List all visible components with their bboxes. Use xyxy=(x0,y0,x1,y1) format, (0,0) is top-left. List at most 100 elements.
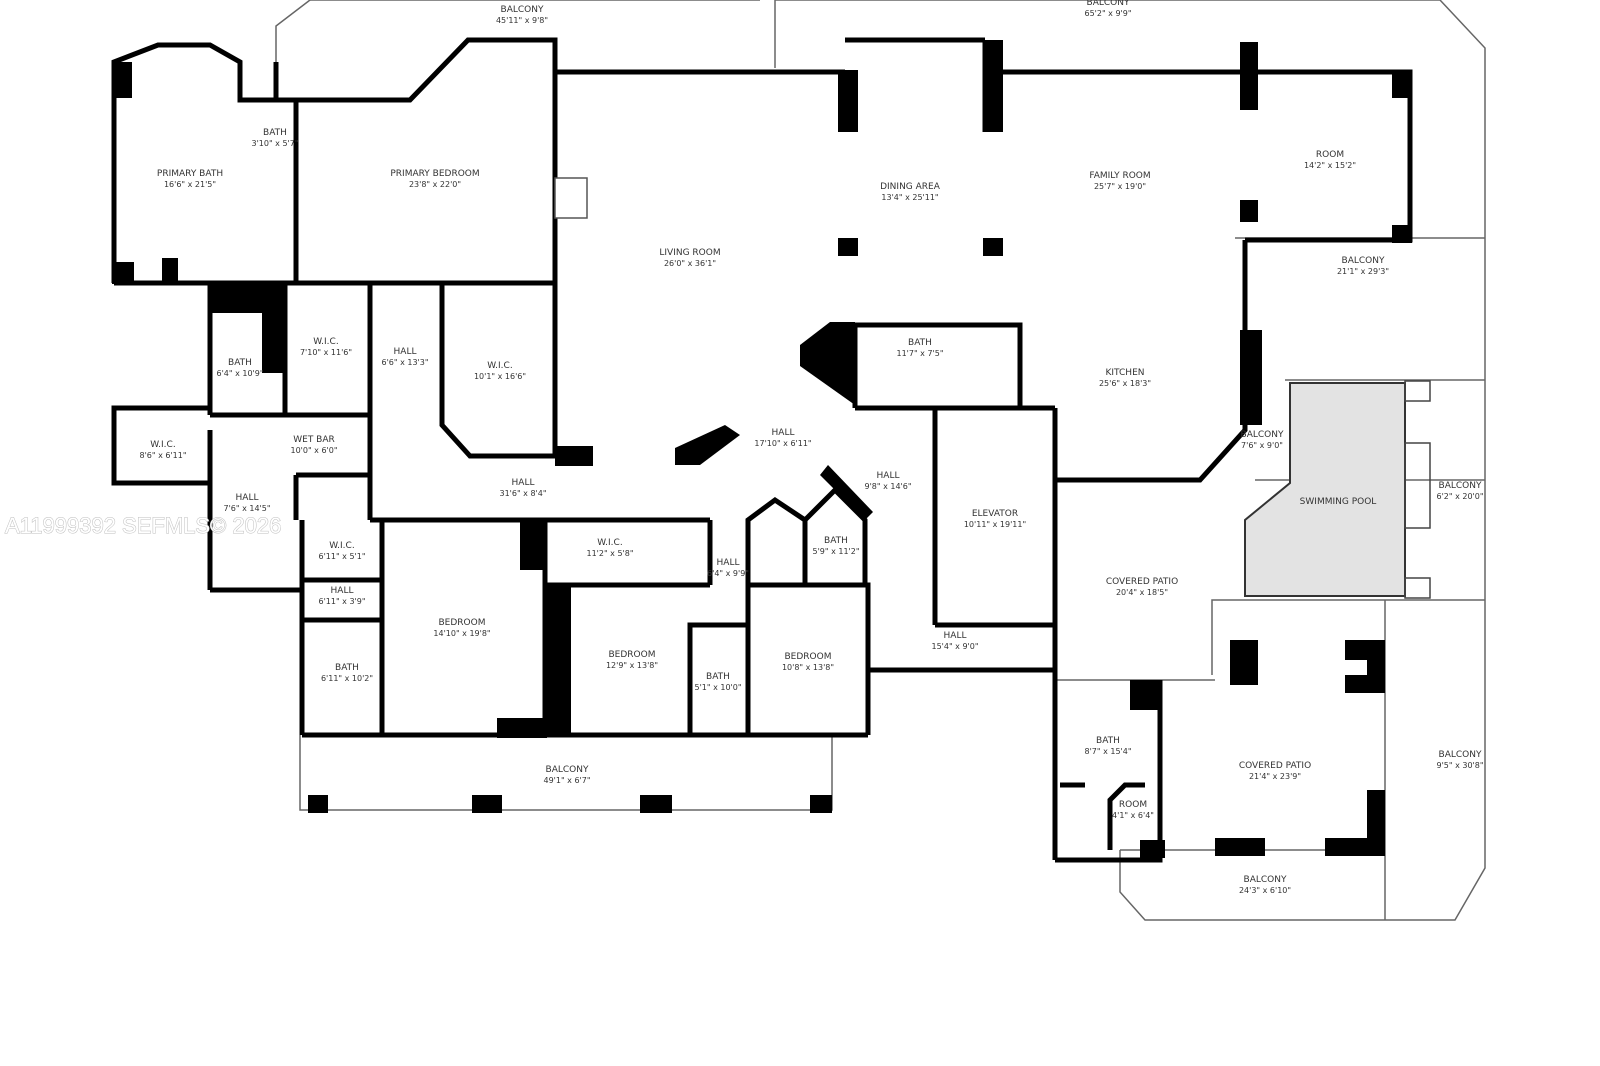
room-name-label: HALL xyxy=(236,493,259,503)
room-dimension-label: 3'10" x 5'7" xyxy=(251,139,298,148)
room-dimension-label: 10'1" x 16'6" xyxy=(474,372,526,381)
room-name-label: COVERED PATIO xyxy=(1239,761,1311,771)
room-dimension-label: 6'2" x 20'0" xyxy=(1436,492,1483,501)
swimming-pool-shape xyxy=(1244,382,1406,597)
room-name-label: HALL xyxy=(394,347,417,357)
room-name-label: COVERED PATIO xyxy=(1106,577,1178,587)
room-name-label: LIVING ROOM xyxy=(659,248,720,258)
room-dimension-label: 21'4" x 23'9" xyxy=(1249,772,1301,781)
room-dimension-label: 11'7" x 7'5" xyxy=(896,349,943,358)
room-name-label: BALCONY xyxy=(1244,875,1287,885)
room-wic-4: W.I.C.6'11" x 5'1" xyxy=(318,541,365,561)
room-dimension-label: 20'4" x 18'5" xyxy=(1116,588,1168,597)
room-dimension-label: 4'1" x 6'4" xyxy=(1112,811,1154,820)
room-name-label: BALCONY xyxy=(501,5,544,15)
room-dimension-label: 8'6" x 6'11" xyxy=(139,451,186,460)
room-dimension-label: 10'11" x 19'11" xyxy=(964,520,1026,529)
room-name-label: PRIMARY BEDROOM xyxy=(390,169,479,179)
room-name-label: W.I.C. xyxy=(487,361,512,371)
room-dimension-label: 6'11" x 3'9" xyxy=(318,597,365,606)
room-name-label: BALCONY xyxy=(546,765,589,775)
room-dimension-label: 6'6" x 13'3" xyxy=(381,358,428,367)
room-dimension-label: 5'9" x 11'2" xyxy=(812,547,859,556)
room-name-label: BEDROOM xyxy=(439,618,486,628)
room-name-label: ROOM xyxy=(1316,150,1344,160)
room-name-label: HALL xyxy=(772,428,795,438)
room-name-label: W.I.C. xyxy=(313,337,338,347)
room-name-label: BEDROOM xyxy=(609,650,656,660)
room-dimension-label: 65'2" x 9'9" xyxy=(1084,9,1131,18)
room-dimension-label: 9'5" x 30'8" xyxy=(1436,761,1483,770)
room-name-label: BALCONY xyxy=(1439,750,1482,760)
room-dimension-label: 7'6" x 14'5" xyxy=(223,504,270,513)
room-name-label: FAMILY ROOM xyxy=(1089,171,1150,181)
room-name-label: W.I.C. xyxy=(597,538,622,548)
room-name-label: W.I.C. xyxy=(150,440,175,450)
room-dimension-label: 26'0" x 36'1" xyxy=(664,259,716,268)
room-name-label: HALL xyxy=(717,558,740,568)
room-dimension-label: 21'1" x 29'3" xyxy=(1337,267,1389,276)
room-dimension-label: 7'10" x 11'6" xyxy=(300,348,352,357)
room-dimension-label: 14'2" x 15'2" xyxy=(1304,161,1356,170)
room-dimension-label: 25'7" x 19'0" xyxy=(1094,182,1146,191)
room-dimension-label: 49'1" x 6'7" xyxy=(543,776,590,785)
room-name-label: WET BAR xyxy=(293,435,335,445)
room-dimension-label: 5'1" x 10'0" xyxy=(694,683,741,692)
room-name-label: BALCONY xyxy=(1241,430,1284,440)
pool-edge xyxy=(1404,380,1431,599)
room-dimension-label: 10'0" x 6'0" xyxy=(290,446,337,455)
room-dimension-label: 14'10" x 19'8" xyxy=(433,629,490,638)
room-dimension-label: 7'6" x 9'0" xyxy=(1241,441,1283,450)
room-dimension-label: 15'4" x 9'0" xyxy=(931,642,978,651)
room-name-label: BATH xyxy=(908,338,932,348)
room-dimension-label: 6'11" x 5'1" xyxy=(318,552,365,561)
room-dimension-label: 24'3" x 6'10" xyxy=(1239,886,1291,895)
room-name-label: DINING AREA xyxy=(880,182,941,192)
room-dimension-label: 13'4" x 25'11" xyxy=(881,193,938,202)
room-dimension-label: 8'7" x 15'4" xyxy=(1084,747,1131,756)
room-dimension-label: 31'6" x 8'4" xyxy=(499,489,546,498)
room-name-label: BATH xyxy=(228,358,252,368)
room-dimension-label: 10'8" x 13'8" xyxy=(782,663,834,672)
room-name-label: W.I.C. xyxy=(329,541,354,551)
room-name-label: HALL xyxy=(512,478,535,488)
room-dimension-label: 6'4" x 9'9" xyxy=(707,569,749,578)
room-name-label: SWIMMING POOL xyxy=(1300,497,1377,507)
room-dimension-label: 17'10" x 6'11" xyxy=(754,439,811,448)
room-dimension-label: 6'4" x 10'9" xyxy=(216,369,263,378)
room-dimension-label: 11'2" x 5'8" xyxy=(586,549,633,558)
room-name-label: BATH xyxy=(263,128,287,138)
room-name-label: BATH xyxy=(1096,736,1120,746)
fireplace xyxy=(554,177,588,219)
wall-blocks xyxy=(112,40,1412,858)
